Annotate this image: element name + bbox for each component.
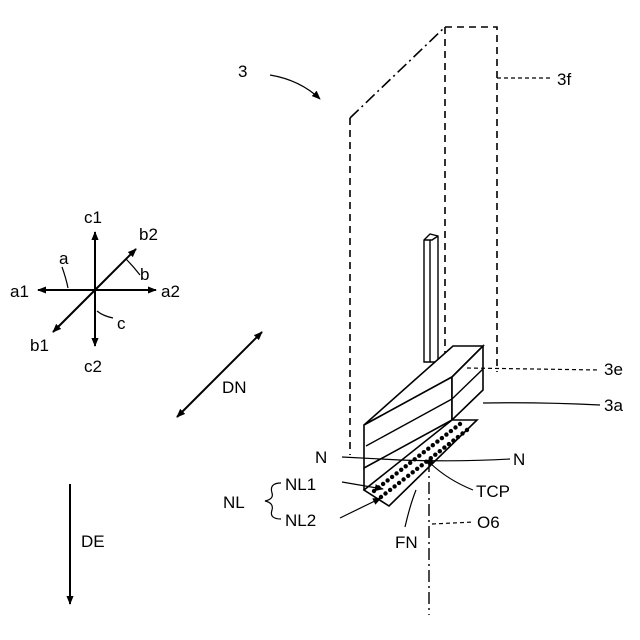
- axis-key: [38, 232, 156, 346]
- axis-leaders: [62, 259, 140, 318]
- nozzle-row-1-dot: [431, 443, 435, 447]
- tube-body: [424, 234, 438, 362]
- axis-b-line-down: [53, 290, 95, 332]
- nozzle-row-1-dot: [390, 475, 394, 479]
- tcp-point: [427, 459, 433, 465]
- de-label: DE: [81, 532, 105, 551]
- label-nl1: NL1: [285, 475, 316, 494]
- axis-label-b1: b1: [30, 336, 49, 355]
- leader-o6: [432, 522, 474, 524]
- label-n-left: N: [315, 448, 327, 467]
- nozzle-row-1-dot: [440, 436, 444, 440]
- axis-label-a: a: [59, 249, 69, 268]
- label-tcp: TCP: [476, 482, 510, 501]
- device-3f-frame: [445, 27, 497, 372]
- label-3f: 3f: [557, 70, 571, 89]
- dn-arrow: [177, 332, 262, 417]
- label-o6: O6: [477, 513, 500, 532]
- nozzle-row-1-dot: [435, 439, 439, 443]
- nozzle-row-1-dot: [408, 461, 412, 465]
- leader-fn: [405, 490, 416, 527]
- axis-label-c: c: [117, 314, 126, 333]
- axis-label-b: b: [140, 265, 149, 284]
- nozzle-row-2-dot: [392, 484, 396, 488]
- leader-a: [62, 267, 68, 288]
- nozzle-row-1-dot: [449, 429, 453, 433]
- leader-device-3: [270, 75, 320, 99]
- label-nl2: NL2: [285, 511, 316, 530]
- nozzle-row-1-dot: [458, 422, 462, 426]
- nozzle-row-2-dot: [460, 431, 464, 435]
- label-3a: 3a: [604, 396, 623, 415]
- axis-label-a1: a1: [10, 282, 29, 301]
- nozzle-row-2-dot: [415, 467, 419, 471]
- leader-b: [126, 259, 140, 275]
- nozzle-row-1-dot: [404, 464, 408, 468]
- nozzle-row-2-dot: [383, 491, 387, 495]
- axis-b-line-up: [95, 249, 136, 290]
- nozzle-row-2-dot: [465, 428, 469, 432]
- nozzle-row-2-dot: [397, 481, 401, 485]
- nozzle-row-2-dot: [420, 463, 424, 467]
- label-n-right: N: [513, 450, 525, 469]
- nozzle-row-2-dot: [388, 488, 392, 492]
- nozzle-row-1-dot: [394, 471, 398, 475]
- nozzle-row-1-dot: [426, 447, 430, 451]
- nozzle-row-2-dot: [438, 449, 442, 453]
- nozzle-row-2-dot: [411, 470, 415, 474]
- nozzle-row-2-dot: [447, 442, 451, 446]
- leader-c: [97, 311, 113, 318]
- axis-label-c2: c2: [84, 357, 102, 376]
- axis-label-a2: a2: [161, 282, 180, 301]
- nl-brace: [265, 483, 281, 519]
- axis-label-c1: c1: [84, 208, 102, 227]
- nozzle-row-2-dot: [433, 453, 437, 457]
- nozzle-row-1-dot: [399, 468, 403, 472]
- leader-nl2: [340, 498, 381, 518]
- leader-tcp: [430, 463, 473, 490]
- nozzle-row-1-dot: [422, 450, 426, 454]
- nozzle-row-2-dot: [401, 477, 405, 481]
- label-3e: 3e: [604, 360, 623, 379]
- nozzle-row-2-dot: [456, 435, 460, 439]
- label-fn: FN: [395, 533, 418, 552]
- dn-label: DN: [222, 378, 247, 397]
- nozzle-row-1-dot: [453, 425, 457, 429]
- axis-label-b2: b2: [139, 225, 158, 244]
- nozzle-row-1-dot: [372, 489, 376, 493]
- device-dashdot-edge: [350, 27, 445, 118]
- nozzle-row-1-dot: [381, 482, 385, 486]
- device-3-label: 3: [238, 62, 247, 81]
- nozzle-row-2-dot: [451, 438, 455, 442]
- nozzle-row-2-dot: [442, 445, 446, 449]
- nozzle-row-1-dot: [444, 432, 448, 436]
- nozzle-row-2-dot: [406, 474, 410, 478]
- tube: [424, 234, 438, 362]
- nozzle-row-1-dot: [385, 478, 389, 482]
- leader-3a: [483, 403, 600, 405]
- label-nl: NL: [223, 493, 245, 512]
- leader-3e: [467, 368, 600, 370]
- nozzle-row-1-dot: [417, 454, 421, 458]
